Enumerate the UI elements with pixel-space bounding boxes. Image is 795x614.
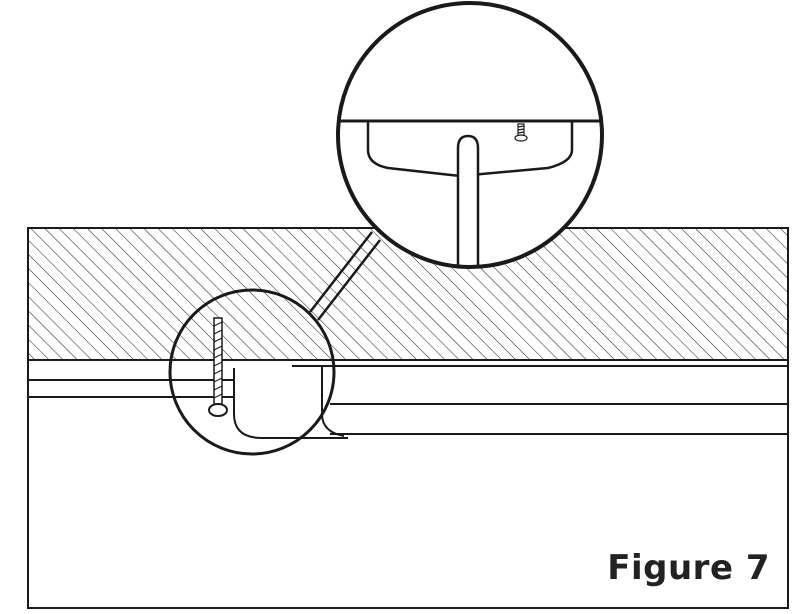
magnified-detail-callout bbox=[336, 1, 604, 269]
mounting-screw bbox=[208, 317, 228, 417]
callout-connector bbox=[309, 231, 381, 321]
figure-caption: Figure 7 bbox=[607, 548, 770, 588]
screw-detail-circle bbox=[168, 288, 336, 456]
wall-track-left bbox=[28, 379, 235, 398]
screw-shaft bbox=[456, 134, 480, 267]
small-screw-icon bbox=[514, 123, 528, 142]
wall-track bbox=[233, 365, 788, 439]
